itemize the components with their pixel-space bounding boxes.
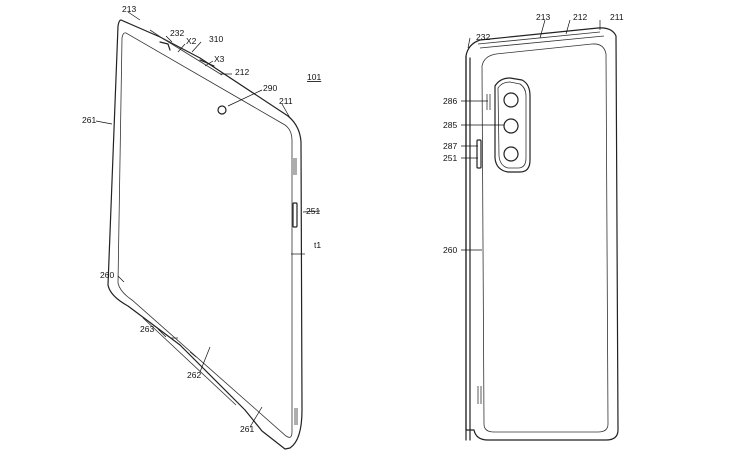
camera-bump [494, 77, 531, 173]
label-287: 287 [443, 141, 457, 151]
side-button [292, 202, 298, 228]
left-leader-lines [95, 11, 321, 428]
label-262: 262 [187, 370, 201, 380]
label-232-left: 232 [170, 28, 184, 38]
right-labels: 232 213 212 211 286 285 287 251 260 [443, 12, 624, 255]
camera-lens-bottom [503, 146, 519, 162]
label-261-top: 261 [82, 115, 96, 125]
label-251-right: 251 [443, 153, 457, 163]
rear-side-button [476, 139, 482, 169]
camera-lens-top [503, 92, 519, 108]
label-x2: X2 [186, 36, 197, 46]
left-device-figure [107, 19, 303, 450]
label-t1: t1 [314, 240, 321, 250]
label-211-left: 211 [279, 96, 293, 106]
label-286: 286 [443, 96, 457, 106]
label-260-left: 260 [100, 270, 114, 280]
label-213-right: 213 [536, 12, 550, 22]
label-290: 290 [263, 83, 277, 93]
right-leader-lines [461, 19, 601, 251]
label-263: 263 [140, 324, 154, 334]
label-232-right: 232 [476, 32, 490, 42]
label-212-left: 212 [235, 67, 249, 77]
front-camera-hole [217, 105, 227, 115]
label-260-right: 260 [443, 245, 457, 255]
left-labels: 213 232 X2 310 X3 212 290 211 101 261 25… [82, 4, 321, 434]
left-device-outline [107, 19, 303, 450]
label-251-left: 251 [306, 206, 320, 216]
left-screen-edge [117, 32, 293, 438]
right-device-figure [465, 27, 619, 441]
label-261-bottom: 261 [240, 424, 254, 434]
camera-lens-middle [503, 118, 519, 134]
right-device-outline [465, 27, 619, 441]
device-ref-101: 101 [307, 72, 321, 82]
right-rear-panel [481, 43, 609, 433]
label-212-right: 212 [573, 12, 587, 22]
label-310: 310 [209, 34, 223, 44]
label-285: 285 [443, 120, 457, 130]
label-x3: X3 [214, 54, 225, 64]
label-211-right: 211 [610, 12, 624, 22]
label-213-left: 213 [122, 4, 136, 14]
right-hinge [465, 55, 471, 441]
